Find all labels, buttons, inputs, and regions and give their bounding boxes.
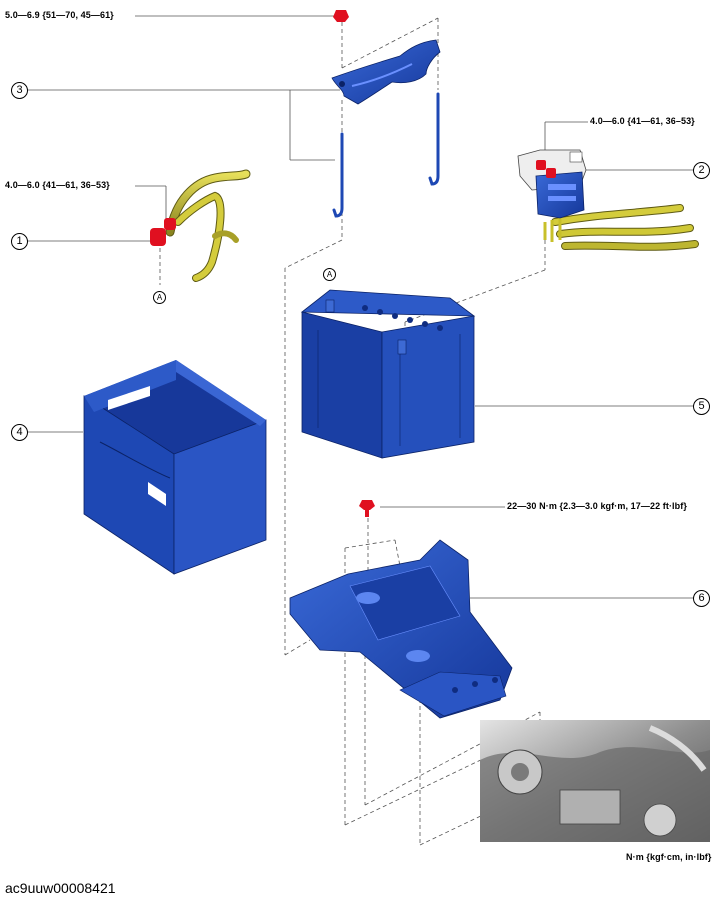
positive-terminal-cover	[517, 149, 587, 219]
callout-1: 1	[11, 233, 28, 250]
negative-terminal-torque-label: 4.0—6.0 {41—61, 36–53}	[5, 180, 110, 190]
engine-compartment-photo	[480, 720, 710, 842]
positive-terminal-nut	[536, 160, 556, 178]
bracket-nut-torque-label: 5.0—6.9 {51—70, 45—61}	[5, 10, 114, 20]
ref-marker-a-cable: A	[153, 291, 166, 304]
figure-code: ac9uuw00008421	[5, 880, 116, 896]
hold-down-bolt-left	[332, 132, 344, 218]
battery	[300, 289, 476, 459]
ref-marker-a-battery: A	[323, 268, 336, 281]
callout-4: 4	[11, 424, 28, 441]
callout-5: 5	[693, 398, 710, 415]
bracket-nut	[333, 10, 349, 22]
callout-3: 3	[11, 82, 28, 99]
tray-bolt-torque-label: 22—30 N·m {2.3—3.0 kgf·m, 17—22 ft·lbf}	[507, 501, 687, 511]
callout-2: 2	[693, 162, 710, 179]
negative-battery-cable	[165, 169, 251, 282]
negative-terminal-clamp	[150, 218, 176, 246]
units-note: N·m {kgf·cm, in·lbf}	[626, 852, 712, 862]
positive-terminal-torque-label: 4.0—6.0 {41—61, 36–53}	[590, 116, 695, 126]
callout-6: 6	[693, 590, 710, 607]
hold-down-bolt-right	[428, 92, 440, 186]
battery-clamp-bracket	[331, 39, 441, 105]
positive-battery-cable	[543, 204, 699, 251]
battery-tray	[289, 539, 513, 719]
battery-box	[83, 360, 267, 575]
tray-bolt	[359, 500, 375, 517]
